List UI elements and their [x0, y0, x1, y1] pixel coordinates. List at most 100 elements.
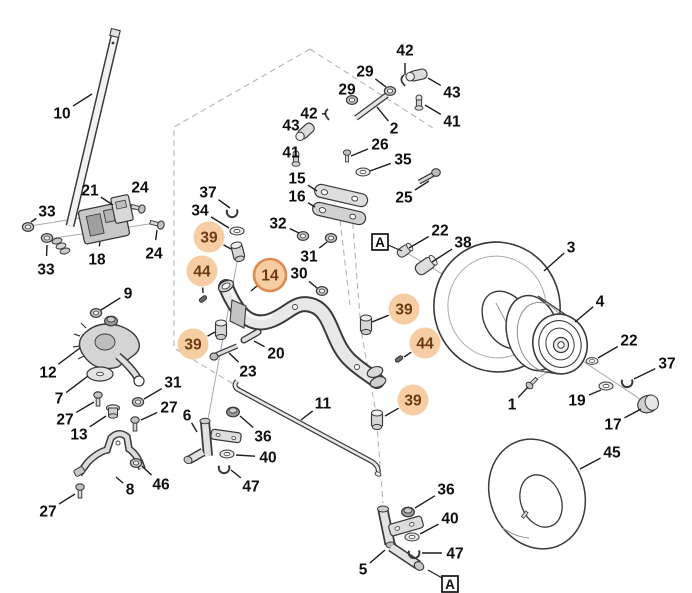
steering-arm-plates-part — [312, 183, 369, 226]
front-wheel-rim-part — [505, 294, 588, 375]
part-callout-12: 12 — [39, 347, 81, 381]
part-number-label: 40 — [259, 449, 276, 466]
part-callout-24: 24 — [131, 179, 149, 196]
flange-nut-part — [103, 315, 119, 327]
nut-part — [89, 308, 103, 318]
part-number-label: 10 — [53, 105, 70, 122]
part-callout-4: 4 — [574, 293, 605, 323]
part-number-label: 9 — [124, 285, 133, 302]
part-number-label: 39 — [395, 301, 413, 318]
section-marker-A: A — [427, 569, 459, 593]
highlighted-callout-39[interactable]: 39 — [384, 384, 429, 417]
inner-tube-part — [487, 438, 587, 550]
part-number-label: 42 — [396, 42, 413, 59]
nut-part — [21, 222, 35, 232]
part-number-label: 32 — [269, 215, 286, 232]
part-number-label: 45 — [603, 444, 621, 461]
part-number-label: 1 — [508, 396, 517, 413]
highlight-circle[interactable] — [186, 255, 218, 287]
bolt-part — [75, 483, 85, 499]
steering-sector-gear-part — [72, 322, 145, 387]
part-callout-7: 7 — [55, 375, 89, 407]
washer-part — [404, 532, 420, 542]
part-number-label: 40 — [441, 510, 458, 527]
part-callout-3: 3 — [543, 239, 576, 272]
part-callout-20: 20 — [253, 340, 285, 362]
part-callout-41: 41 — [282, 144, 300, 161]
bushing-part — [359, 314, 373, 336]
highlight-circle[interactable] — [193, 221, 225, 253]
cotter-pin-part — [400, 74, 406, 87]
highlighted-callout-39[interactable]: 39 — [177, 328, 216, 360]
part-number-label: 24 — [131, 179, 149, 196]
part-callout-27: 27 — [56, 401, 95, 428]
part-number-label: 22 — [620, 332, 637, 349]
part-callout-22: 22 — [408, 222, 449, 249]
part-callout-8: 8 — [115, 476, 135, 498]
part-callout-10: 10 — [53, 93, 93, 122]
spacer-sleeve-part — [396, 242, 414, 258]
part-number-label: 47 — [446, 545, 463, 562]
highlight-circle[interactable] — [388, 293, 420, 325]
part-number-label: 46 — [152, 476, 170, 493]
section-marker-A: A — [371, 233, 403, 252]
part-callout-47: 47 — [422, 545, 464, 562]
part-callout-38: 38 — [431, 234, 472, 263]
part-callout-36: 36 — [239, 415, 272, 445]
part-number-label: 15 — [288, 170, 306, 187]
nut-part — [131, 397, 145, 407]
nut-part — [324, 233, 338, 243]
part-number-label: 35 — [394, 151, 412, 168]
part-callout-13: 13 — [70, 415, 107, 443]
highlighted-callout-44[interactable]: 44 — [186, 255, 218, 294]
part-callout-43: 43 — [427, 77, 461, 101]
steering-bracket-part — [110, 194, 134, 224]
part-callout-37: 37 — [633, 355, 676, 380]
part-callout-26: 26 — [350, 136, 389, 157]
highlight-circle[interactable] — [397, 384, 429, 416]
part-number-label: 21 — [81, 182, 99, 199]
nut-part — [40, 233, 54, 243]
part-number-label: 27 — [39, 503, 56, 520]
part-number-label: 18 — [88, 251, 106, 268]
ball-joint-part — [404, 67, 429, 84]
part-number-label: 33 — [38, 203, 56, 220]
washer-part — [585, 357, 599, 365]
construction-lines — [173, 48, 437, 504]
part-number-label: 25 — [395, 189, 413, 206]
part-number-label: 3 — [567, 239, 576, 256]
part-callout-11: 11 — [300, 395, 332, 421]
part-number-label: 36 — [437, 481, 455, 498]
bolt-part — [130, 416, 140, 432]
part-callout-35: 35 — [369, 151, 412, 172]
bolt-part — [417, 168, 441, 185]
washer-part — [355, 167, 371, 177]
bolt-part — [148, 217, 166, 231]
nut-part — [315, 286, 329, 296]
part-callout-30: 30 — [290, 265, 318, 289]
highlight-circle[interactable] — [409, 327, 441, 359]
part-callout-29: 29 — [338, 81, 356, 98]
part-callout-5: 5 — [359, 549, 386, 578]
part-number-label: 13 — [70, 426, 88, 443]
bushing-part — [229, 240, 247, 264]
valve-stem-icon — [520, 510, 529, 519]
highlighted-callout-14[interactable]: 14 — [250, 257, 288, 293]
part-callout-18: 18 — [88, 241, 106, 268]
part-callout-32: 32 — [269, 215, 300, 234]
section-marker-label: A — [375, 235, 385, 250]
part-callout-15: 15 — [288, 170, 318, 192]
highlighted-callout-39[interactable]: 39 — [193, 221, 232, 253]
washer-part — [598, 381, 614, 391]
front-axle-beam-part — [217, 279, 387, 389]
highlight-circle[interactable] — [177, 328, 209, 360]
highlight-circle[interactable] — [252, 257, 288, 293]
right-wheel-spindle-part — [377, 505, 425, 571]
highlighted-callout-44[interactable]: 44 — [403, 327, 441, 359]
bolt-part — [209, 343, 239, 361]
part-callout-34: 34 — [191, 202, 230, 229]
highlighted-callout-39[interactable]: 39 — [371, 293, 420, 325]
